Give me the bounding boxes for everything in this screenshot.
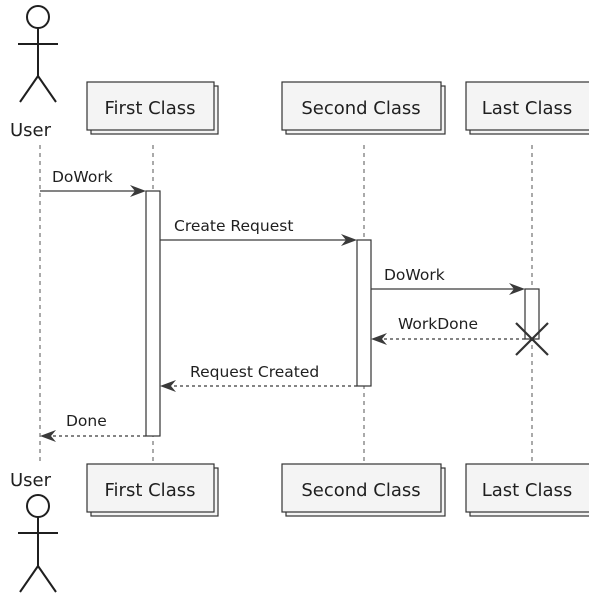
- participant-first-class-bottom: First Class: [86, 463, 219, 517]
- message-label-dowork-1: DoWork: [52, 168, 113, 186]
- message-create-request: Create Request: [160, 217, 357, 246]
- message-label-workdone: WorkDone: [398, 315, 478, 333]
- message-label-done: Done: [66, 412, 107, 430]
- user-actor-top: [18, 5, 58, 103]
- message-label-dowork-2: DoWork: [384, 266, 445, 284]
- message-dowork-1: DoWork: [40, 168, 146, 197]
- participant-label-first-class-top: First Class: [105, 98, 196, 119]
- participant-label-last-class-bottom: Last Class: [482, 480, 573, 501]
- participant-label-second-class-bottom: Second Class: [301, 480, 420, 501]
- activation-first-class: [145, 190, 161, 437]
- message-label-create-request: Create Request: [174, 217, 293, 235]
- participant-label-user-top: User: [10, 120, 52, 141]
- participant-second-class-top: Second Class: [281, 81, 446, 135]
- participant-last-class-top: Last Class: [465, 81, 589, 135]
- activation-last-class: [524, 288, 540, 340]
- participant-label-second-class-top: Second Class: [301, 98, 420, 119]
- participant-label-user-bottom: User: [10, 470, 52, 491]
- message-workdone: WorkDone: [371, 315, 525, 345]
- participant-last-class-bottom: Last Class: [465, 463, 589, 517]
- destroy-x-icon: [515, 322, 549, 356]
- message-request-created: Request Created: [160, 363, 357, 392]
- participant-label-first-class-bottom: First Class: [105, 480, 196, 501]
- message-dowork-2: DoWork: [371, 266, 525, 295]
- activation-second-class: [356, 239, 372, 387]
- participant-second-class-bottom: Second Class: [281, 463, 446, 517]
- message-done: Done: [40, 412, 146, 442]
- user-actor-bottom: [18, 494, 58, 593]
- participant-first-class-top: First Class: [86, 81, 219, 135]
- participant-label-last-class-top: Last Class: [482, 98, 573, 119]
- message-label-request-created: Request Created: [190, 363, 319, 381]
